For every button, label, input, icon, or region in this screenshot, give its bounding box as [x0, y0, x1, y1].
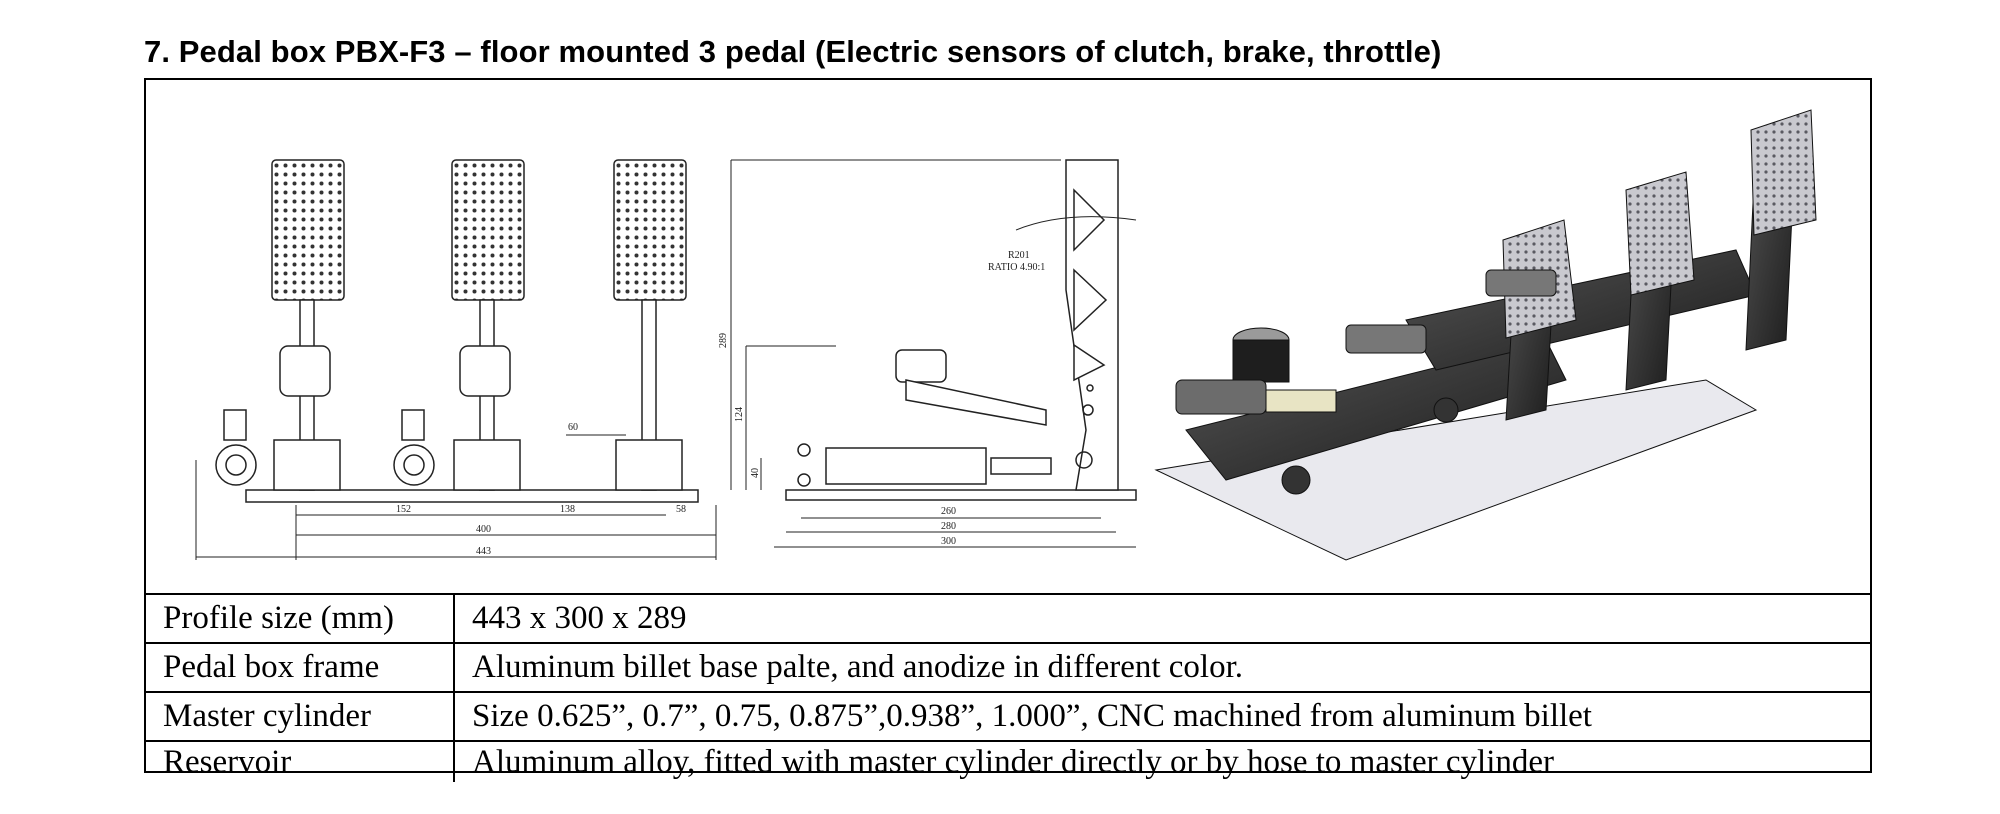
side-reservoir — [895, 349, 947, 383]
pedal-box-render — [1154, 109, 1817, 561]
table-row: Master cylinder Size 0.625”, 0.7”, 0.75,… — [146, 691, 1870, 741]
dim-58: 58 — [676, 504, 686, 515]
dim-443: 443 — [476, 546, 491, 557]
spec-value: Aluminum billet base palte, and anodize … — [454, 642, 1870, 692]
throttle-pad — [613, 159, 687, 301]
dim-124: 124 — [734, 407, 745, 422]
dim-138: 138 — [560, 504, 575, 515]
front-view: 60 152 138 58 400 443 — [195, 159, 717, 560]
dim-260: 260 — [941, 506, 956, 517]
dim-300: 300 — [941, 536, 956, 547]
table-row: Reservoir Aluminum alloy, fitted with ma… — [146, 740, 1870, 782]
pedal-box-drawing: 60 152 138 58 400 443 — [195, 109, 1817, 561]
spec-value: 443 x 300 x 289 — [454, 593, 1870, 643]
spec-label: Pedal box frame — [146, 642, 455, 692]
side-base-plate — [785, 489, 1137, 501]
dim-60: 60 — [568, 422, 578, 433]
spec-value: Size 0.625”, 0.7”, 0.75, 0.875”,0.938”, … — [454, 691, 1870, 741]
dim-289: 289 — [718, 333, 729, 348]
side-master-cylinder — [825, 447, 987, 485]
dim-152: 152 — [396, 504, 411, 515]
table-row: Pedal box frame Aluminum billet base pal… — [146, 642, 1870, 692]
dim-400: 400 — [476, 524, 491, 535]
spec-frame: 60 152 138 58 400 443 — [144, 78, 1872, 782]
table-row: Profile size (mm) 443 x 300 x 289 — [146, 593, 1870, 643]
front-base-plate — [245, 489, 699, 503]
render-reservoir — [1232, 339, 1290, 383]
section-heading: 7. Pedal box PBX-F3 – floor mounted 3 pe… — [144, 34, 1442, 69]
dim-280: 280 — [941, 521, 956, 532]
spec-value: Aluminum alloy, fitted with master cylin… — [454, 740, 1870, 782]
side-view: 289 124 40 260 280 300 R201 RATIO 4.90:1 — [718, 159, 1137, 548]
ratio-label: RATIO 4.90:1 — [988, 262, 1045, 273]
spec-label: Reservoir — [146, 740, 455, 782]
dim-40: 40 — [750, 468, 761, 478]
spec-table: Profile size (mm) 443 x 300 x 289 Pedal … — [146, 593, 1870, 782]
spec-label: Master cylinder — [146, 691, 455, 741]
spec-label: Profile size (mm) — [146, 593, 455, 643]
radius-label: R201 — [1008, 250, 1030, 261]
clutch-pad — [271, 159, 345, 301]
brake-pad — [451, 159, 525, 301]
render-brake-pad — [1625, 171, 1695, 296]
render-throttle-pad — [1750, 109, 1817, 236]
